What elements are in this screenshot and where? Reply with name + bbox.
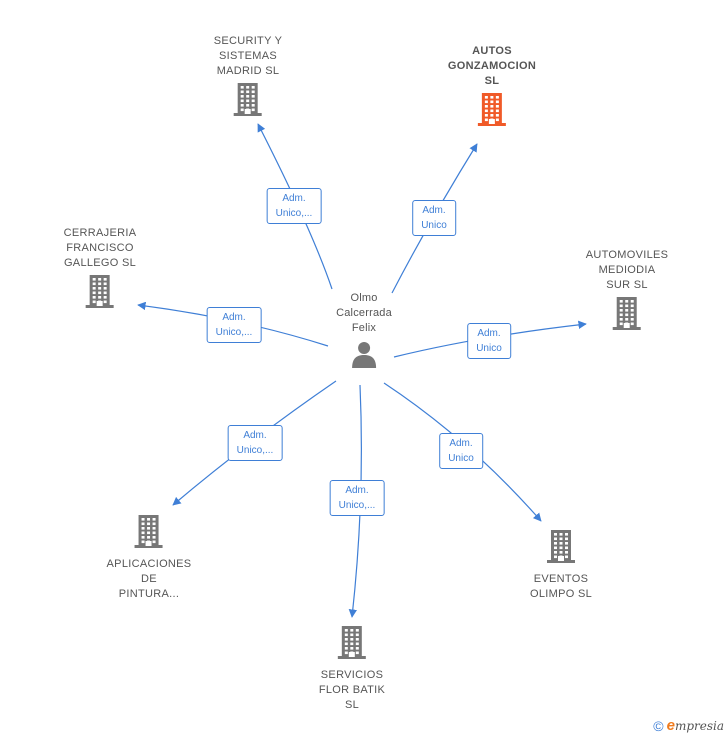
relation-label-automoviles[interactable]: Adm.Unico (467, 323, 511, 359)
relation-label-cerrajeria[interactable]: Adm.Unico,... (206, 307, 262, 343)
relation-label-servicios[interactable]: Adm.Unico,... (329, 480, 385, 516)
relation-label-autos[interactable]: Adm.Unico (412, 200, 456, 236)
person-icon (352, 342, 376, 368)
building-icon (233, 82, 263, 121)
empresia-watermark: © empresia (653, 717, 724, 734)
building-icon (134, 514, 164, 553)
relation-label-security[interactable]: Adm.Unico,... (266, 188, 322, 224)
person-name: Olmo Calcerrada Felix (336, 292, 392, 334)
relation-label-eventos[interactable]: Adm.Unico (439, 433, 483, 469)
building-icon (337, 625, 367, 664)
building-icon (612, 296, 642, 335)
building-icon (477, 92, 507, 131)
copyright-icon: © (653, 717, 664, 734)
building-icon (85, 274, 115, 313)
relation-label-aplicaciones[interactable]: Adm.Unico,... (227, 425, 283, 461)
building-icon (546, 529, 576, 568)
brand-logo: empresia (666, 717, 724, 734)
person-node[interactable]: Olmo Calcerrada Felix (336, 291, 392, 369)
